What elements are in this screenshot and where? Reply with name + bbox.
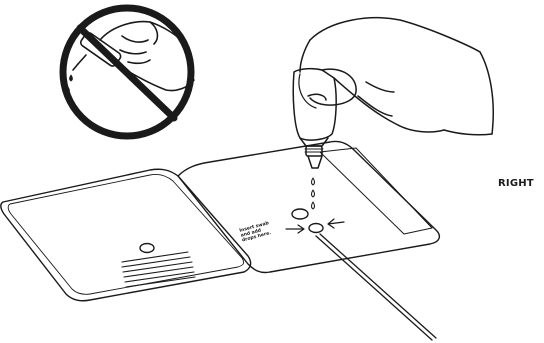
sideways-drop-2 (67, 87, 70, 93)
vertical-dropper (293, 69, 336, 168)
arrow-right (328, 219, 344, 228)
prohibition-slash (80, 28, 174, 118)
hand-vertical (299, 18, 493, 135)
swab (316, 234, 436, 340)
right-label: RIGHT (498, 178, 534, 189)
prohibited-sideways-dropper (63, 8, 194, 136)
card-left-lines (122, 252, 195, 287)
falling-drops (312, 178, 315, 209)
card-right-panel (178, 141, 439, 272)
sideways-drop-1 (70, 75, 73, 81)
top-swab-hole (292, 209, 308, 219)
bottom-swab-hole (309, 224, 323, 233)
arrow-left (286, 225, 304, 233)
card-left-hole (140, 244, 154, 253)
card-left-panel (1, 169, 251, 301)
